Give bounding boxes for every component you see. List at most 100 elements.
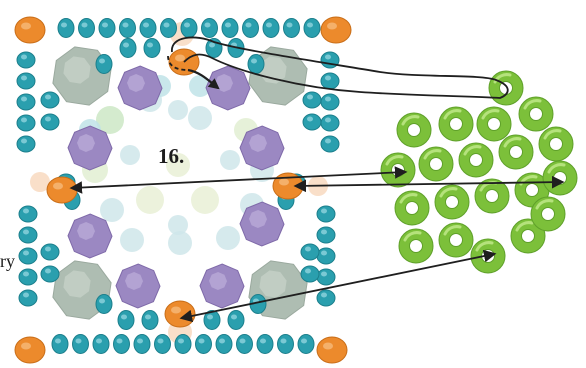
orange-bead-highlight — [327, 22, 337, 30]
teal-bead-highlight — [21, 54, 27, 60]
teal-bead-highlight — [21, 117, 27, 123]
green-ring-hole — [487, 117, 501, 131]
teal-seed-bead — [143, 38, 161, 58]
teal-seed-bead — [262, 18, 280, 38]
teal-seed-bead — [40, 243, 60, 261]
green-ring-shine — [475, 241, 494, 252]
teal-bead-highlight — [178, 338, 184, 344]
green-ring-shine — [385, 155, 404, 166]
teal-bead-highlight — [204, 22, 211, 28]
teal-bead-highlight — [325, 75, 331, 81]
green-ring-shine — [403, 231, 422, 242]
green-ring-shine — [443, 109, 462, 120]
green-ring-shine — [399, 193, 418, 204]
teal-seed-bead — [57, 18, 75, 38]
teal-seed-bead — [40, 265, 60, 283]
step-number: 16. — [158, 144, 185, 168]
teal-seed-bead — [316, 226, 336, 244]
teal-seed-bead — [316, 205, 336, 223]
teal-seed-bead — [51, 334, 69, 354]
teal-bead-highlight — [45, 116, 51, 122]
faded-bead — [191, 186, 219, 214]
double-headed-arrow-icon — [293, 175, 565, 193]
teal-bead-highlight — [325, 117, 331, 123]
teal-seed-bead — [16, 93, 36, 111]
teal-seed-bead — [297, 334, 315, 354]
thread-loop — [171, 36, 509, 99]
green-ring-shine — [401, 115, 420, 126]
teal-bead-highlight — [81, 22, 88, 28]
teal-seed-bead — [300, 243, 320, 261]
teal-bead-highlight — [21, 75, 27, 81]
teal-bead-highlight — [137, 338, 143, 344]
double-headed-arrow-icon — [69, 166, 408, 194]
orange-bead — [46, 176, 78, 204]
teal-bead-highlight — [55, 338, 61, 344]
teal-seed-bead — [92, 334, 110, 354]
thread-hidden-segment — [167, 55, 189, 71]
teal-bead-highlight — [219, 338, 225, 344]
teal-bead-highlight — [147, 42, 153, 48]
faded-bead — [168, 100, 188, 120]
teal-seed-bead — [242, 18, 259, 38]
faded-bead — [168, 215, 188, 235]
teal-seed-bead — [236, 334, 253, 354]
teal-bead-highlight — [23, 229, 29, 235]
green-ring-beads — [380, 70, 578, 274]
teal-seed-bead — [141, 310, 159, 330]
purple-octagon-highlight — [125, 272, 143, 290]
teal-seed-bead — [316, 289, 336, 307]
teal-bead-highlight — [307, 116, 313, 122]
teal-bead-highlight — [99, 58, 105, 64]
teal-bead-highlight — [198, 338, 205, 344]
teal-seed-bead — [113, 334, 130, 354]
teal-bead-highlight — [321, 292, 327, 298]
teal-bead-highlight — [123, 42, 129, 48]
teal-seed-bead — [221, 18, 239, 38]
teal-bead-highlight — [307, 94, 313, 100]
gray-octagon-highlight — [63, 56, 91, 84]
teal-seed-bead — [18, 247, 38, 265]
faded-bead — [96, 106, 124, 134]
green-ring-hole — [485, 189, 499, 203]
teal-bead-highlight — [280, 338, 287, 344]
teal-seed-bead — [316, 268, 336, 286]
teal-seed-bead — [133, 334, 151, 354]
teal-bead-highlight — [143, 22, 149, 28]
teal-seed-bead — [18, 205, 38, 223]
green-ring-hole — [391, 163, 405, 177]
teal-bead-highlight — [75, 338, 82, 344]
teal-seed-bead — [180, 18, 198, 38]
orange-bead-highlight — [53, 182, 63, 190]
teal-bead-highlight — [260, 338, 266, 344]
teal-bead-highlight — [116, 338, 123, 344]
teal-bead-highlight — [121, 314, 127, 320]
faded-bead — [120, 145, 140, 165]
teal-seed-bead — [95, 54, 113, 74]
teal-bead-highlight — [239, 338, 246, 344]
orange-bead-highlight — [21, 22, 31, 30]
teal-bead-highlight — [321, 271, 327, 277]
teal-bead-highlight — [286, 22, 293, 28]
teal-seed-bead — [320, 114, 340, 132]
orange-bead-highlight — [21, 342, 31, 350]
purple-octagon-highlight — [209, 272, 227, 290]
teal-bead-highlight — [145, 314, 151, 320]
teal-seed-bead — [18, 289, 38, 307]
green-ring-shine — [523, 99, 542, 110]
green-ring-hole — [445, 195, 459, 209]
cropped-caption-text: ry — [0, 251, 15, 271]
curved-arrow-icon — [187, 68, 220, 90]
green-ring-hole — [525, 183, 539, 197]
green-ring-hole — [429, 157, 443, 171]
green-ring-shine — [503, 137, 522, 148]
teal-bead-highlight — [45, 268, 51, 274]
teal-seed-bead — [320, 93, 340, 111]
teal-bead-highlight — [325, 96, 331, 102]
teal-seed-bead — [16, 51, 36, 69]
teal-seed-bead — [277, 334, 294, 354]
orange-bead-highlight — [171, 306, 181, 314]
teal-seed-bead — [320, 72, 340, 90]
green-ring-shine — [535, 199, 554, 210]
thread-path — [167, 36, 509, 99]
